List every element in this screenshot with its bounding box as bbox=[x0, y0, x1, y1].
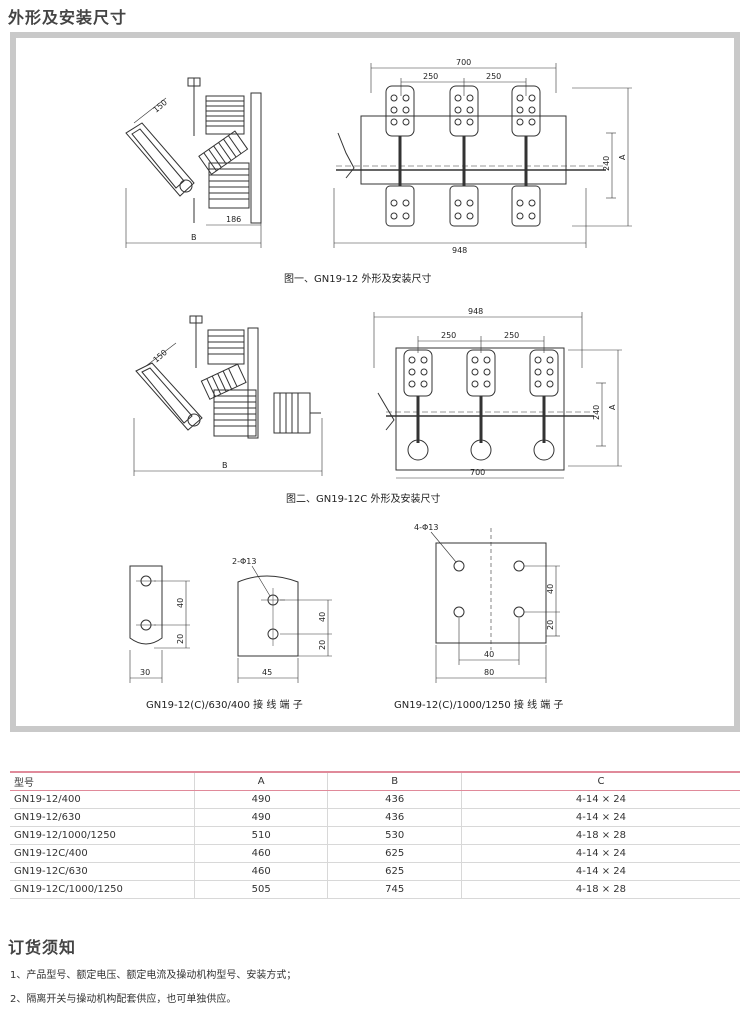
fig1-side-view: 150 186 B bbox=[125, 77, 262, 248]
cell-c: 4-18 × 28 bbox=[461, 880, 740, 899]
dim-40-medium: 40 bbox=[318, 612, 327, 622]
cell-b: 625 bbox=[327, 862, 462, 881]
section-title-ordering: 订货须知 bbox=[8, 938, 77, 957]
table-row: GN19-12C/400 460 625 4-14 × 24 bbox=[10, 844, 740, 863]
col-header-c: C bbox=[461, 771, 740, 791]
table-row: GN19-12/400 490 436 4-14 × 24 bbox=[10, 790, 740, 809]
dim-700-fig1: 700 bbox=[456, 58, 471, 67]
table-row: GN19-12/1000/1250 510 530 4-18 × 28 bbox=[10, 826, 740, 845]
dim-40-wide-h: 40 bbox=[484, 650, 494, 659]
hole-label-2: 2-Φ13 bbox=[232, 557, 256, 566]
dim-250b-fig2: 250 bbox=[504, 331, 519, 340]
table-header-row: 型号 A B C bbox=[10, 771, 740, 791]
cell-b: 436 bbox=[327, 790, 462, 809]
col-header-a: A bbox=[194, 771, 329, 791]
section-title-dimensions: 外形及安装尺寸 bbox=[8, 8, 128, 27]
dim-240-fig2: 240 bbox=[592, 405, 601, 420]
cell-c: 4-14 × 24 bbox=[461, 790, 740, 809]
dim-B-fig1: B bbox=[191, 233, 197, 242]
dim-45: 45 bbox=[262, 668, 272, 677]
dim-250a-fig1: 250 bbox=[423, 72, 438, 81]
dim-20-narrow: 20 bbox=[176, 634, 185, 644]
cell-a: 460 bbox=[194, 862, 329, 881]
fig2-side-view: 150 B bbox=[133, 315, 323, 476]
dim-80: 80 bbox=[484, 668, 494, 677]
cell-model: GN19-12/400 bbox=[10, 790, 195, 809]
order-note-2: 2、隔离开关与操动机构配套供应，也可单独供应。 bbox=[10, 994, 237, 1005]
cell-a: 510 bbox=[194, 826, 329, 845]
col-header-model: 型号 bbox=[10, 771, 195, 791]
cell-c: 4-14 × 24 bbox=[461, 844, 740, 863]
cell-c: 4-14 × 24 bbox=[461, 862, 740, 881]
dim-B-fig2: B bbox=[222, 461, 228, 470]
dim-20-medium: 20 bbox=[318, 640, 327, 650]
cell-b: 436 bbox=[327, 808, 462, 827]
dim-150: 150 bbox=[152, 98, 169, 115]
technical-drawing: 150 186 B 700 250 250 bbox=[125, 58, 632, 711]
fig2-front-view: 948 250 250 bbox=[373, 307, 622, 479]
dim-40-narrow: 40 bbox=[176, 598, 185, 608]
terminal-medium: 2-Φ13 40 20 45 bbox=[232, 557, 332, 683]
cell-a: 505 bbox=[194, 880, 329, 899]
dim-240-fig1: 240 bbox=[602, 156, 611, 171]
drawing-panel: 150 186 B 700 250 250 bbox=[10, 32, 740, 732]
dim-700-fig2: 700 bbox=[470, 468, 485, 477]
cell-c: 4-14 × 24 bbox=[461, 808, 740, 827]
dim-A-fig2: A bbox=[608, 404, 617, 410]
cell-b: 745 bbox=[327, 880, 462, 899]
table-row: GN19-12/630 490 436 4-14 × 24 bbox=[10, 808, 740, 827]
spec-table: 型号 A B C GN19-12/400 490 436 4-14 × 24 G… bbox=[10, 771, 740, 899]
cell-a: 490 bbox=[194, 808, 329, 827]
dim-186: 186 bbox=[226, 215, 241, 224]
terminal-small-caption: GN19-12(C)/630/400 接 线 端 子 bbox=[146, 698, 303, 711]
dim-948-fig1: 948 bbox=[452, 246, 467, 255]
col-header-b: B bbox=[327, 771, 462, 791]
table-row: GN19-12C/1000/1250 505 745 4-18 × 28 bbox=[10, 880, 740, 899]
terminal-large-caption: GN19-12(C)/1000/1250 接 线 端 子 bbox=[394, 698, 563, 711]
fig2-caption: 图二、GN19-12C 外形及安装尺寸 bbox=[286, 492, 440, 505]
fig1-caption: 图一、GN19-12 外形及安装尺寸 bbox=[284, 272, 431, 285]
fig1-front-view: 700 250 250 bbox=[333, 58, 632, 255]
cell-model: GN19-12C/400 bbox=[10, 844, 195, 863]
hole-label-4: 4-Φ13 bbox=[414, 523, 438, 532]
order-note-1: 1、产品型号、额定电压、额定电流及操动机构型号、安装方式； bbox=[10, 970, 297, 981]
terminal-narrow: 40 20 30 bbox=[129, 565, 190, 683]
dim-40-wide-v: 40 bbox=[546, 584, 555, 594]
cell-a: 490 bbox=[194, 790, 329, 809]
cell-c: 4-18 × 28 bbox=[461, 826, 740, 845]
dim-948-fig2: 948 bbox=[468, 307, 483, 316]
dim-250a-fig2: 250 bbox=[441, 331, 456, 340]
dim-20-wide: 20 bbox=[546, 620, 555, 630]
dim-A-fig1: A bbox=[618, 154, 627, 160]
cell-model: GN19-12C/630 bbox=[10, 862, 195, 881]
cell-b: 530 bbox=[327, 826, 462, 845]
cell-b: 625 bbox=[327, 844, 462, 863]
cell-a: 460 bbox=[194, 844, 329, 863]
cell-model: GN19-12/630 bbox=[10, 808, 195, 827]
table-row: GN19-12C/630 460 625 4-14 × 24 bbox=[10, 862, 740, 881]
terminal-wide: 4-Φ13 40 20 40 80 bbox=[414, 523, 560, 683]
dim-250b-fig1: 250 bbox=[486, 72, 501, 81]
cell-model: GN19-12/1000/1250 bbox=[10, 826, 195, 845]
dim-30: 30 bbox=[140, 668, 150, 677]
cell-model: GN19-12C/1000/1250 bbox=[10, 880, 195, 899]
